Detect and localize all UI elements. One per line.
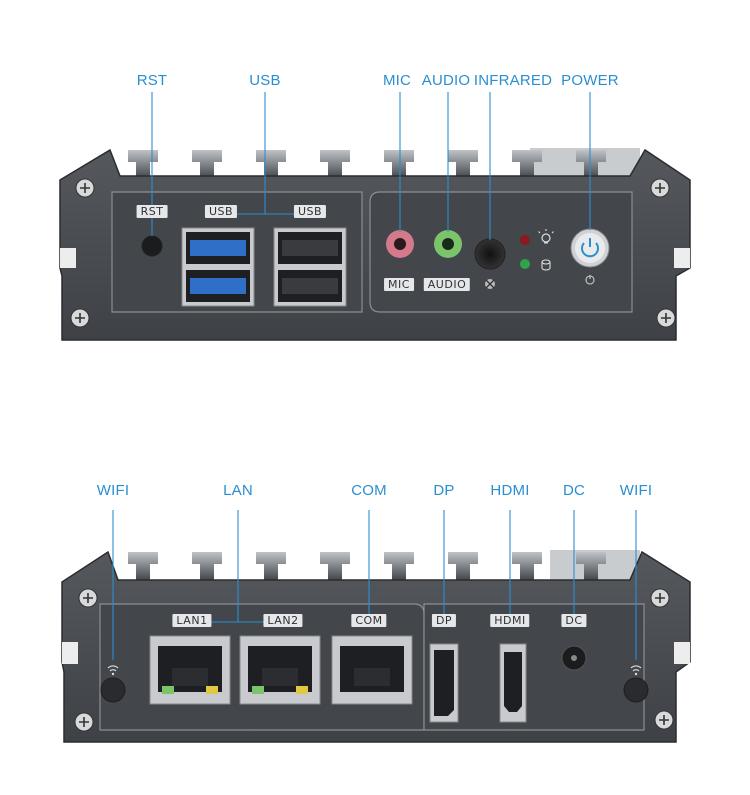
com-port[interactable] <box>331 635 413 705</box>
callout-mic: MIC <box>382 72 412 89</box>
usb-port-pair-left[interactable] <box>181 227 255 307</box>
wifi-icon <box>107 665 119 676</box>
dc-power-jack[interactable] <box>561 645 587 671</box>
displayport[interactable] <box>429 643 459 723</box>
callout-dp: DP <box>433 482 455 499</box>
printed-label-lan1: LAN1 <box>172 614 212 627</box>
printed-label-mic: MIC <box>384 278 414 291</box>
front-panel: RST USB MIC AUDIO INFRARED POWER RST USB… <box>0 0 750 370</box>
callout-infrared: INFRARED <box>473 72 553 89</box>
usb-port-pair-right[interactable] <box>273 227 347 307</box>
hdmi-port[interactable] <box>499 643 527 723</box>
callout-wifi-right: WIFI <box>619 482 653 499</box>
wifi-antenna-right[interactable] <box>623 677 649 703</box>
wifi-antenna-left[interactable] <box>100 677 126 703</box>
printed-label-dp: DP <box>431 614 457 627</box>
callout-lines <box>112 510 637 660</box>
infrared-receiver <box>474 238 506 270</box>
lightbulb-icon <box>538 229 554 244</box>
back-chassis-illustration <box>61 510 691 743</box>
callout-dc: DC <box>562 482 586 499</box>
printed-label-rst: RST <box>136 205 168 218</box>
callout-wifi-left: WIFI <box>96 482 130 499</box>
disk-icon <box>541 259 551 271</box>
callout-lines <box>151 92 591 240</box>
callout-power: POWER <box>561 72 619 89</box>
heatsink-fins <box>128 148 640 180</box>
mic-jack[interactable] <box>386 230 414 258</box>
callout-audio: AUDIO <box>421 72 471 89</box>
printed-label-dc: DC <box>561 614 587 627</box>
printed-label-usb-left: USB <box>204 205 238 218</box>
audio-jack[interactable] <box>434 230 462 258</box>
wifi-icon <box>630 665 642 676</box>
screw-icon <box>74 588 674 732</box>
callout-hdmi: HDMI <box>490 482 530 499</box>
disk-led <box>520 259 530 269</box>
callout-usb: USB <box>249 72 281 89</box>
callout-rst: RST <box>136 72 168 89</box>
printed-label-hdmi: HDMI <box>490 614 530 627</box>
printed-label-lan2: LAN2 <box>263 614 303 627</box>
printed-label-com: COM <box>351 614 387 627</box>
callout-com: COM <box>351 482 387 499</box>
front-chassis-illustration <box>59 92 691 341</box>
infrared-icon <box>485 279 495 289</box>
callout-lan: LAN <box>223 482 253 499</box>
printed-label-usb-right: USB <box>293 205 327 218</box>
power-led <box>520 235 530 245</box>
power-icon <box>585 275 595 285</box>
back-right-panel <box>423 603 645 731</box>
screw-icon <box>70 178 676 328</box>
power-button[interactable] <box>570 228 610 268</box>
heatsink-fins <box>128 550 640 582</box>
reset-button[interactable] <box>141 235 163 257</box>
lan2-port[interactable] <box>239 635 321 705</box>
lan1-port[interactable] <box>149 635 231 705</box>
printed-label-audio: AUDIO <box>423 278 471 291</box>
back-panel: WIFI LAN COM DP HDMI DC WIFI LAN1 LAN2 C… <box>0 400 750 795</box>
